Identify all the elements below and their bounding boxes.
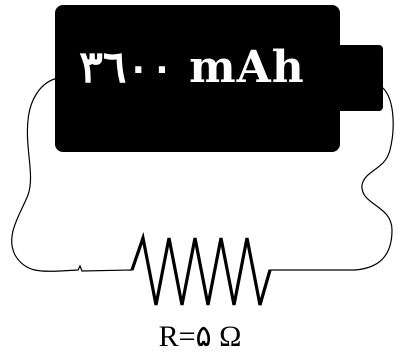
battery: ٣٦٠٠ mAh: [55, 5, 383, 152]
battery-terminal: [330, 45, 383, 111]
left-wire: [11, 77, 133, 272]
resistor-zigzag: [130, 231, 272, 306]
battery-body: [55, 5, 340, 152]
resistor: R=۵ Ω: [130, 231, 272, 353]
battery-capacity-label: ٣٦٠٠ mAh: [79, 42, 305, 93]
resistor-label: R=۵ Ω: [159, 320, 242, 353]
right-wire: [269, 87, 394, 271]
wires: [11, 77, 394, 272]
